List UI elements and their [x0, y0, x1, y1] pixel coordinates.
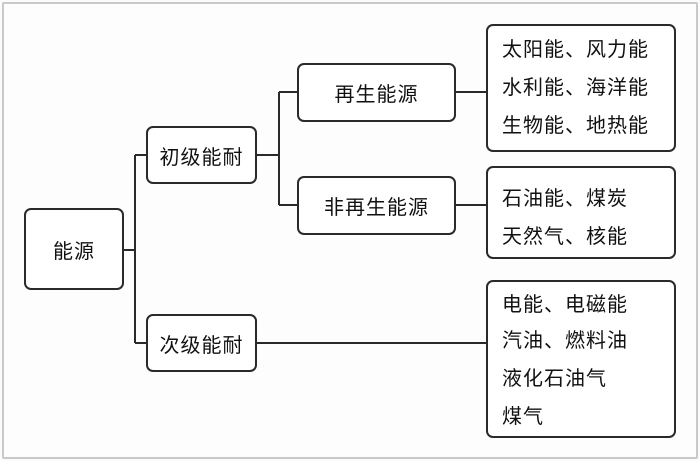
- nonrenewable-item: 石油能、煤炭: [502, 186, 628, 210]
- secondary-energy-node: 次级能耐: [146, 314, 257, 372]
- nonrenewable-label: 非再生能源: [324, 195, 429, 219]
- primary-energy-node: 初级能耐: [146, 126, 257, 184]
- nonrenewable-node: 非再生能源: [297, 176, 456, 235]
- renewable-items-box: 太阳能、风力能 水利能、海洋能 生物能、地热能: [486, 24, 676, 152]
- renewable-item: 水利能、海洋能: [502, 75, 649, 99]
- secondary-energy-label: 次级能耐: [159, 332, 244, 357]
- renewable-node: 再生能源: [297, 63, 456, 122]
- secondary-items-box: 电能、电磁能 汽油、燃料油 液化石油气 煤气: [486, 280, 676, 438]
- primary-energy-label: 初级能耐: [159, 144, 244, 169]
- secondary-item: 液化石油气: [502, 366, 607, 390]
- secondary-item: 汽油、燃料油: [502, 328, 628, 352]
- renewable-label: 再生能源: [334, 82, 419, 106]
- root-node: 能源: [24, 208, 124, 290]
- secondary-item: 煤气: [502, 404, 544, 428]
- root-label: 能源: [53, 238, 95, 263]
- secondary-item: 电能、电磁能: [502, 292, 628, 316]
- renewable-item: 生物能、地热能: [502, 113, 649, 137]
- nonrenewable-items-box: 石油能、煤炭 天然气、核能: [486, 166, 676, 259]
- nonrenewable-item: 天然气、核能: [502, 224, 628, 248]
- renewable-item: 太阳能、风力能: [502, 37, 649, 61]
